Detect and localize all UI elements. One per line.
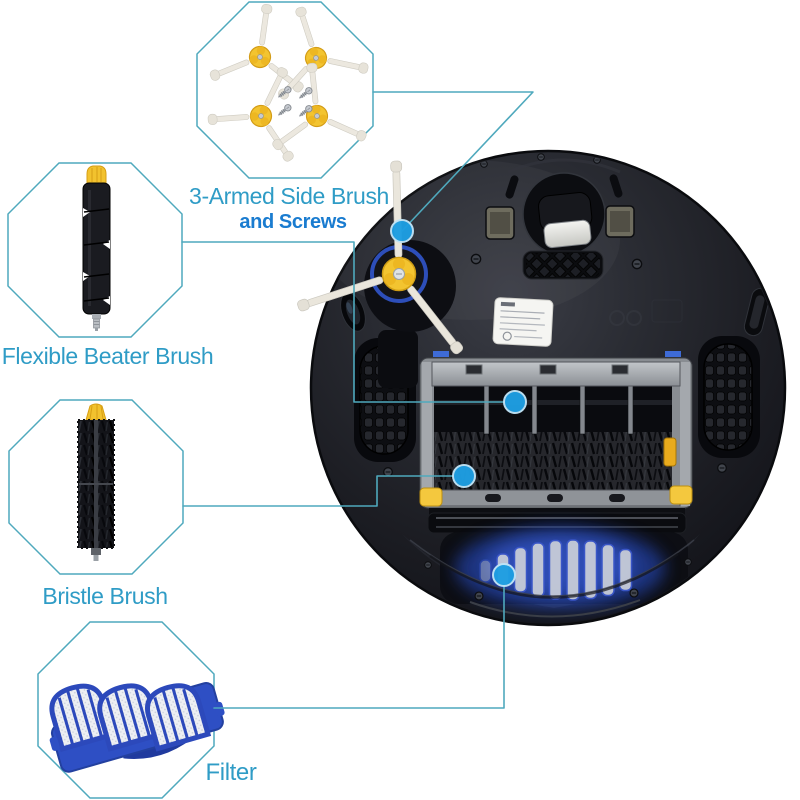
callout-dot-side-brush [390, 219, 414, 243]
brush-deck [378, 330, 693, 509]
beater-brush-illustration [82, 165, 111, 331]
label-side-brush-line1: 3-Armed Side Brush [189, 183, 389, 209]
callout-dot-bristle-brush [452, 464, 476, 488]
filter-window [409, 526, 695, 618]
callout-line-side-brush [372, 91, 534, 232]
callout-line-beater-brush [181, 241, 505, 403]
label-beater-brush: Flexible Beater Brush [1, 343, 214, 369]
bristle-brush-illustration [77, 403, 115, 561]
callout-dot-beater-brush [503, 390, 527, 414]
sensor-right [605, 205, 635, 238]
label-side-brush-line2: and Screws [239, 211, 347, 233]
sensor-left [485, 206, 515, 240]
squeegee-bar [427, 508, 687, 534]
label-bristle-brush: Bristle Brush [42, 583, 168, 609]
thumb-filter [37, 621, 225, 799]
callout-dot-filter [492, 563, 516, 587]
label-filter: Filter [205, 759, 257, 786]
robot-underside-photo [297, 149, 787, 627]
callout-line-bristle-brush [182, 475, 454, 507]
thumb-side-brushes [196, 0, 374, 179]
embossed-marks [609, 299, 683, 326]
product-label-sticker [492, 297, 554, 347]
grip-pad [522, 250, 604, 280]
thumb-bristle-brush [8, 399, 184, 575]
caster-wheel [505, 158, 623, 256]
filter-illustration [49, 682, 225, 773]
callout-line-filter [213, 585, 505, 709]
drive-wheel-right [698, 336, 760, 458]
thumb-beater-brush [7, 162, 183, 338]
beater-brush-window [434, 386, 672, 432]
side-brush-assembly [297, 160, 464, 355]
cliff-sensor [340, 292, 366, 332]
